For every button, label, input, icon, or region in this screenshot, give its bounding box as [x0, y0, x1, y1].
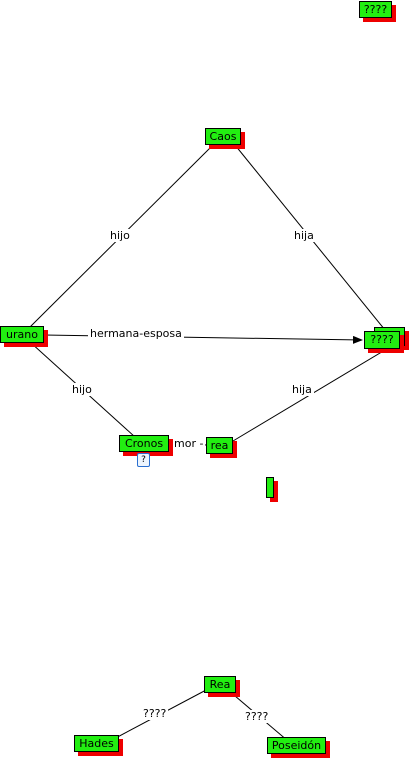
- edge-label-urano-gaia: hermana-esposa: [88, 327, 184, 340]
- node-caos[interactable]: Caos: [205, 128, 241, 145]
- node-gaia[interactable]: ????: [364, 331, 400, 349]
- node-cronos[interactable]: Cronos: [119, 435, 169, 452]
- edge-label-rea2-poseidon: ????: [243, 710, 271, 723]
- edge-label-caos-gaia: hija: [292, 229, 316, 242]
- node-rea[interactable]: rea: [206, 437, 233, 454]
- node-poseidon[interactable]: Poseidón: [267, 737, 326, 754]
- edge-label-caos-urano: hijo: [108, 229, 132, 242]
- edge-label-rea2-hades: ????: [141, 707, 169, 720]
- edge-label-cronos-rea: mor -: [172, 437, 206, 450]
- edge-label-urano-cronos: hijo: [70, 383, 94, 396]
- node-orphan-top[interactable]: ????: [359, 1, 392, 18]
- edge-label-gaia-rea: hija: [290, 383, 314, 396]
- node-urano[interactable]: urano: [0, 326, 44, 343]
- node-blank[interactable]: [266, 477, 274, 498]
- note-icon[interactable]: ?: [137, 453, 150, 467]
- node-rea-2[interactable]: Rea: [204, 676, 236, 693]
- node-hades[interactable]: Hades: [74, 735, 119, 752]
